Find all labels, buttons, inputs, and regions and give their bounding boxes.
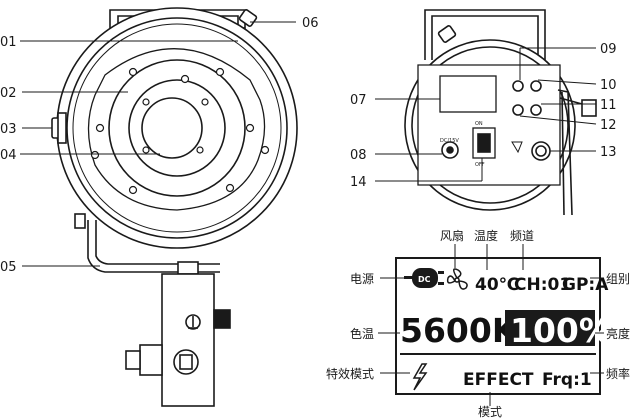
dc-power-icon: DC bbox=[404, 268, 444, 288]
callout-06: 06 bbox=[302, 16, 319, 31]
temp-value: 40℃ bbox=[475, 275, 519, 295]
group-value: GP:A bbox=[562, 275, 609, 295]
back-leader-lines bbox=[375, 47, 597, 182]
front-view bbox=[51, 7, 298, 407]
colortemp-label: 色温 bbox=[350, 327, 374, 341]
callout-08: 08 bbox=[350, 148, 367, 163]
callout-03: 03 bbox=[0, 122, 17, 137]
effect-mode-label: 特效模式 bbox=[326, 366, 374, 381]
callout-04: 04 bbox=[0, 148, 17, 163]
brightness-highlight bbox=[505, 310, 595, 346]
effect-value: EFFECT bbox=[463, 370, 534, 390]
callout-11: 11 bbox=[600, 98, 617, 113]
fan-label: 风扇 bbox=[440, 228, 464, 243]
lcd-panel: DC 40℃ CH:01 GP:A 5600K 100% EFFECT Frq:… bbox=[395, 257, 612, 395]
callout-01: 01 bbox=[0, 35, 17, 50]
on-mark: ON bbox=[475, 121, 483, 127]
off-mark: OFF bbox=[475, 162, 485, 168]
callout-02: 02 bbox=[0, 86, 17, 101]
brightness-label: 亮度 bbox=[606, 326, 630, 341]
frequency-label: 频率 bbox=[606, 366, 630, 381]
lightning-icon bbox=[412, 363, 428, 391]
channel-label: 频道 bbox=[510, 229, 534, 243]
back-view bbox=[404, 9, 597, 216]
callout-05: 05 bbox=[0, 260, 17, 275]
callout-14: 14 bbox=[350, 175, 367, 190]
callout-12: 12 bbox=[600, 118, 617, 133]
callout-09: 09 bbox=[600, 42, 617, 57]
group-label: 组别 bbox=[606, 272, 630, 286]
kelvin-value: 5600K bbox=[400, 311, 519, 350]
callout-13: 13 bbox=[600, 145, 617, 160]
freq-value: Frq:1 bbox=[542, 370, 592, 390]
front-leader-lines bbox=[20, 21, 296, 267]
brightness-value: 100% bbox=[510, 311, 612, 350]
callout-10: 10 bbox=[600, 78, 617, 93]
power-label: 电源 bbox=[350, 272, 374, 286]
lcd-leader-lines bbox=[378, 244, 604, 406]
fan-icon bbox=[446, 268, 468, 290]
dc-in-mark: DC/15V bbox=[440, 138, 459, 144]
mode-label: 模式 bbox=[478, 405, 502, 418]
callout-07: 07 bbox=[350, 93, 367, 108]
svg-text:DC: DC bbox=[418, 275, 431, 284]
channel-value: CH:01 bbox=[514, 275, 571, 295]
temperature-label: 温度 bbox=[474, 228, 498, 243]
